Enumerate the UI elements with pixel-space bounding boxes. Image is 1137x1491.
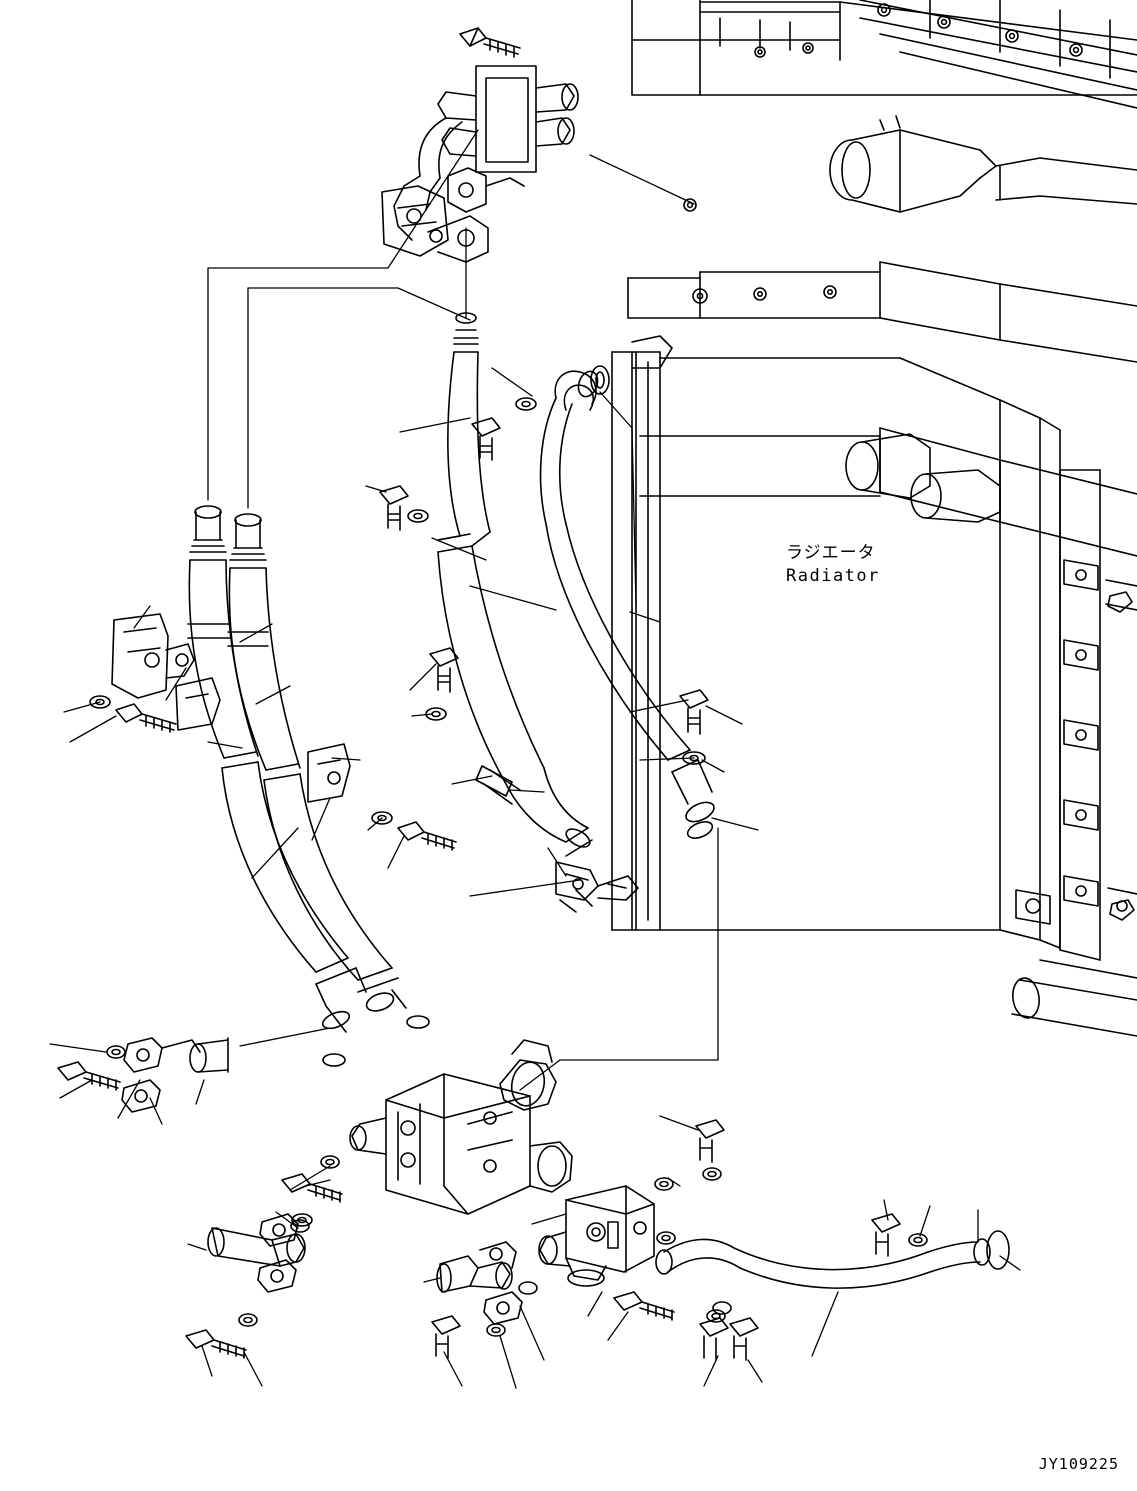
hydraulic-pump [322, 1015, 573, 1215]
hose-assembly-long-left [187, 505, 407, 1033]
tube-assembly-lower-right [655, 1213, 1010, 1361]
small-clamp-bracket [555, 861, 639, 913]
radiator-label-japanese: ラジエータ [786, 543, 876, 563]
valve-block [431, 1119, 759, 1361]
callout-leader-lines [49, 129, 1021, 1389]
drawing-number: JY109225 [1038, 1455, 1119, 1473]
tube-assembly-center [437, 312, 593, 857]
upper-manifold-block [381, 27, 697, 263]
lower-left-parts [57, 1037, 343, 1359]
bracket-clamp [89, 613, 457, 851]
radiator-label-english: Radiator [786, 566, 880, 587]
bolts-washers-mid [379, 397, 709, 765]
radiator-core [590, 0, 1137, 1037]
radiator-label: ラジエータ Radiator [786, 543, 946, 588]
tube-assembly-curved-right [539, 370, 715, 839]
